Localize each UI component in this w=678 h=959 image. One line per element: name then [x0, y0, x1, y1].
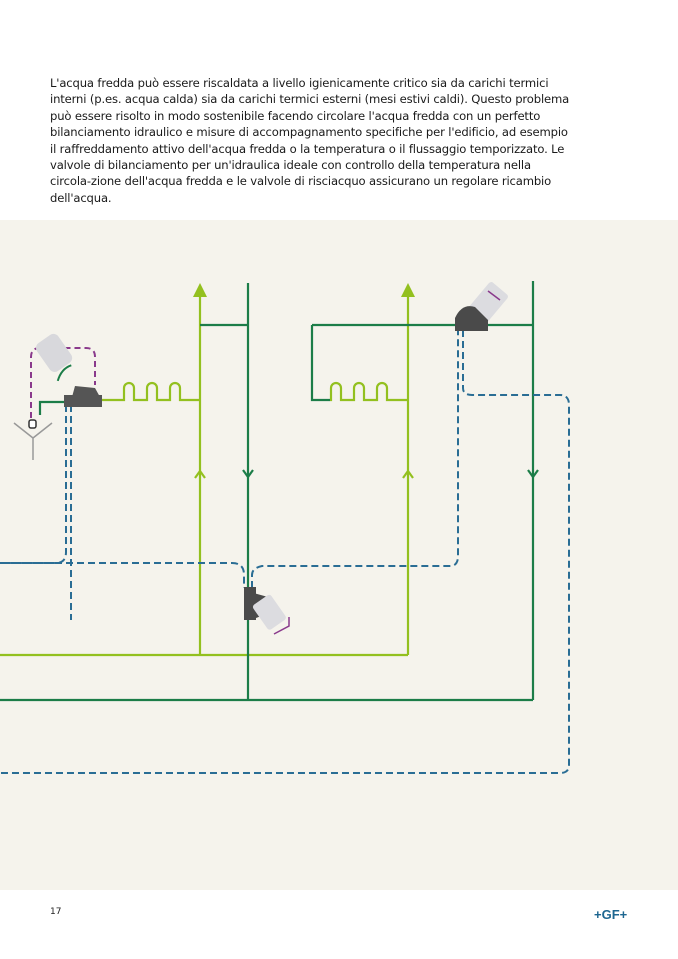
page-number: 17 [50, 907, 62, 917]
supply-lines [0, 290, 414, 657]
flow-arrow-icon [193, 283, 415, 297]
sink-icon [13, 419, 53, 460]
balancing-valve-icon-left [36, 333, 102, 407]
gf-logo: +GF+ [594, 907, 628, 922]
balancing-valve-icon-right [455, 282, 508, 331]
return-lines [0, 281, 539, 702]
flush-line [30, 347, 96, 418]
flush-valve-icon-bottom [244, 587, 290, 635]
plumbing-diagram [0, 220, 678, 890]
body-paragraph: L'acqua fredda può essere riscaldata a l… [50, 76, 570, 205]
circulation-lines [0, 330, 570, 774]
